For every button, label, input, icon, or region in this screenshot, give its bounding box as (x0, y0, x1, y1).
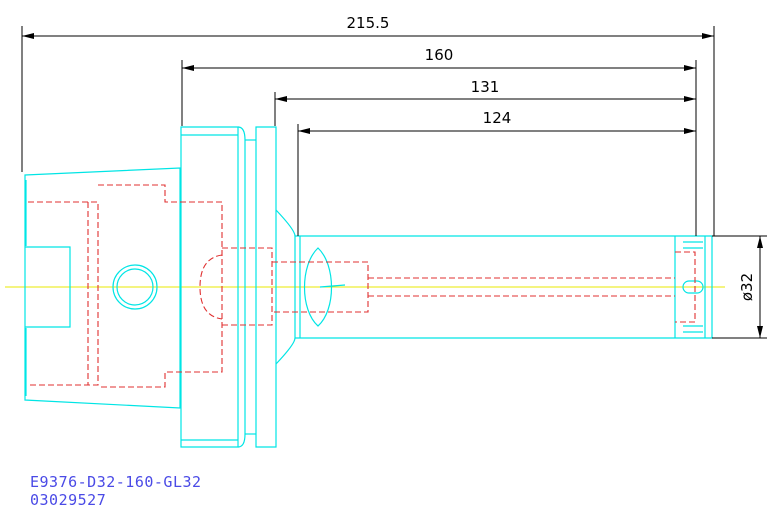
dim-length-131: 131 (471, 78, 500, 96)
hidden-lines (28, 184, 696, 388)
dim-length-160: 160 (425, 46, 454, 64)
dim-length-124: 124 (483, 109, 512, 127)
dimension-lines (21, 26, 767, 339)
dim-overall-length: 215.5 (347, 14, 390, 32)
part-code-label: 03029527 (30, 491, 107, 509)
part-outline (24, 126, 713, 448)
dim-diameter: ø32 (738, 273, 756, 301)
part-number-label: E9376-D32-160-GL32 (30, 473, 202, 491)
